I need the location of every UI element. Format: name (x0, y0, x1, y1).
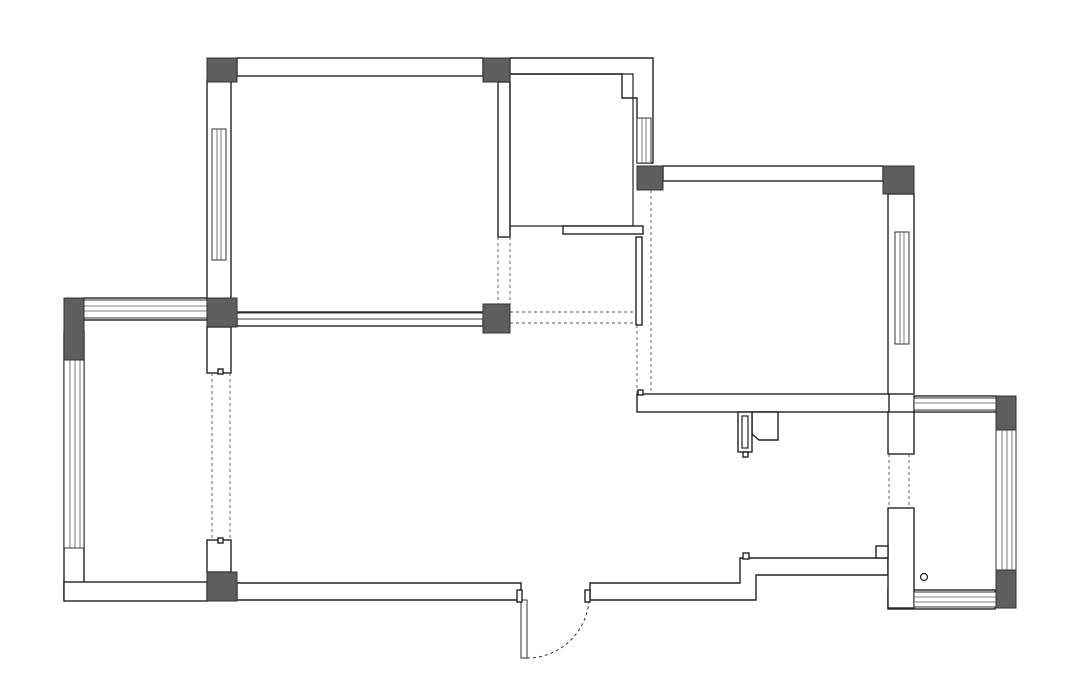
window-right-lower-side (995, 429, 1017, 571)
column (995, 569, 1017, 609)
small-post (637, 389, 644, 396)
door-jamb-right (584, 589, 591, 603)
column (206, 571, 238, 602)
door-leaf (520, 599, 528, 659)
wall-right-lower-room-side (887, 507, 915, 609)
window-left-room-top (83, 299, 208, 319)
wall-top-right-room (662, 165, 884, 182)
column (882, 165, 915, 195)
window-left-room (63, 359, 85, 549)
window-divider-strip (236, 312, 484, 320)
wall-stub-left-lower (206, 539, 232, 573)
closet-outline (509, 73, 634, 230)
wall-bottom-right (589, 557, 889, 601)
closet-door-panel (562, 225, 644, 235)
entry-door (516, 589, 591, 659)
column (482, 57, 511, 83)
small-post (217, 368, 224, 375)
wall-stub-right-small (875, 545, 889, 559)
closet-side-panel (635, 236, 643, 326)
column (482, 303, 511, 334)
window-right-room (894, 231, 910, 345)
wall-top-left-room (236, 57, 484, 77)
wall-left-room-bottom (63, 581, 208, 602)
wall-stub-left-upper (206, 326, 232, 374)
fixture-block (737, 411, 753, 453)
openings (211, 190, 910, 540)
column (995, 395, 1017, 431)
fixtures (217, 368, 929, 582)
windows (63, 117, 1017, 608)
column (636, 165, 664, 191)
wall-right-room-bottom (636, 393, 890, 413)
window-upper-left (211, 128, 227, 261)
wall-bottom-left (236, 582, 522, 601)
small-post (217, 537, 224, 544)
column (206, 297, 238, 328)
floor-drain (919, 572, 929, 582)
column (63, 297, 85, 361)
closet (497, 73, 644, 326)
fixture-foot (742, 451, 749, 458)
closet-left-wall (497, 81, 511, 238)
wall-stub-bottom-small (742, 552, 750, 560)
door-jamb-left (516, 589, 523, 603)
columns (63, 57, 1017, 609)
kitchen-counter (751, 411, 779, 441)
door-swing-arc (526, 599, 590, 659)
window-closet (636, 117, 652, 164)
column (206, 57, 238, 83)
window-right-lower-top (913, 397, 997, 411)
wall-stub-right (887, 411, 915, 455)
window-right-lower-bottom (913, 591, 997, 608)
walls (63, 57, 997, 610)
